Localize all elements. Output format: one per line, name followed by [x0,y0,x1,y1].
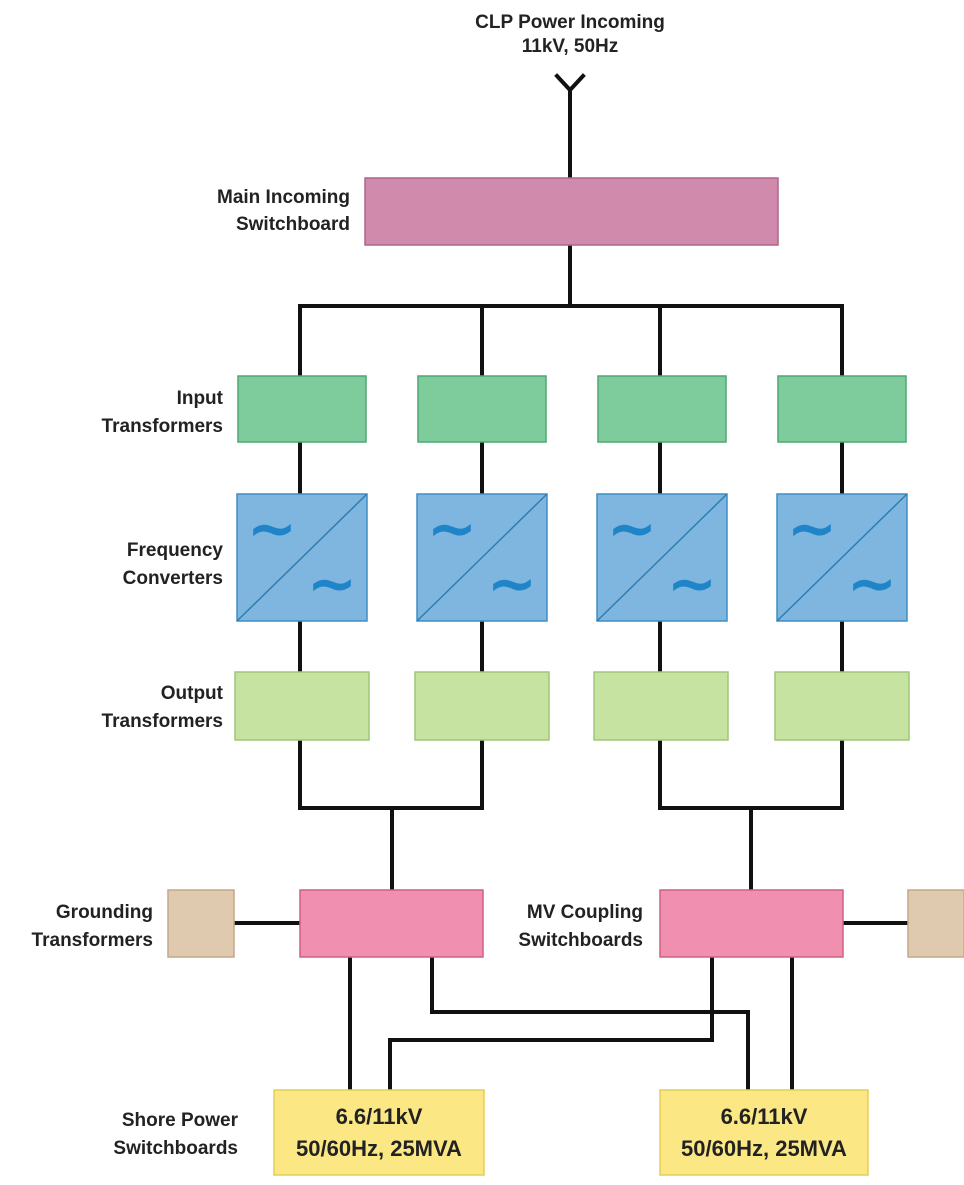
labels: CLP Power Incoming 11kV, 50Hz Main Incom… [32,12,665,1159]
shore-switchboard-box [273,1089,485,1176]
main-incoming-switchboard-box [364,177,779,246]
ac-output-symbol: ~ [487,549,537,619]
frequency-converter-2: ~ ~ [416,493,548,622]
output-transformer-box [234,671,370,741]
combiner-right [658,738,844,892]
shore-switchboard-voltage: 6.6/11kV [336,1104,423,1129]
output-transformer-box [414,671,550,741]
converter-diagonal [416,493,548,622]
shore-switchboard-box [659,1089,869,1176]
frequency-converter-4: ~ ~ [776,493,908,622]
output-transformer-box [593,671,729,741]
frequency-converters-label-line1: Frequency [127,540,224,561]
shore-switchboard-rating: 50/60Hz, 25MVA [296,1136,462,1161]
feeder-right-a [388,955,714,1092]
output-transformers-label-line2: Transformers [102,711,223,732]
converter-diagonal [236,493,368,622]
ac-input-symbol: ~ [427,494,477,564]
frequency-converters: ~ ~ ~ ~ ~ ~ ~ ~ [236,493,908,622]
shore-power-label-line2: Switchboards [113,1138,238,1159]
output-transformers [234,671,910,741]
mv-coupling-label-line1: MV Coupling [527,902,643,923]
ac-input-symbol: ~ [607,494,657,564]
mv-coupling-label-line2: Switchboards [518,930,643,951]
incoming-title: CLP Power Incoming [475,12,665,33]
output-transformer-box [774,671,910,741]
frequency-converters-label-line2: Converters [123,568,223,589]
grounding-transformers [167,889,964,958]
frequency-converter-1: ~ ~ [236,493,368,622]
input-transformers-label-line2: Transformers [102,416,223,437]
combiner-left [298,738,484,892]
shore-switchboard-1: 6.6/11kV 50/60Hz, 25MVA [273,1089,485,1176]
main-switchboard-label-line1: Main Incoming [217,187,350,208]
main-switchboard-label-line2: Switchboard [236,214,350,235]
mv-coupling-switchboard-box [299,889,484,958]
grounding-transformer-box [907,889,964,958]
ac-input-symbol: ~ [247,494,297,564]
ac-output-symbol: ~ [847,549,897,619]
grounding-transformer-box [167,889,235,958]
input-transformers [237,375,907,443]
mv-coupling-switchboards [299,889,844,958]
converter-diagonal [596,493,728,622]
grounding-transformers-label-line2: Transformers [32,930,153,951]
feeder-left-b [430,955,750,1092]
ac-input-symbol: ~ [787,494,837,564]
input-transformers-label-line1: Input [177,388,224,409]
input-transformer-box [417,375,547,443]
frequency-converter-3: ~ ~ [596,493,728,622]
converter-diagonal [776,493,908,622]
incoming-antenna [554,73,586,180]
input-transformer-box [597,375,727,443]
input-transformer-box [777,375,907,443]
grounding-transformers-label-line1: Grounding [56,902,153,923]
shore-power-switchboards: 6.6/11kV 50/60Hz, 25MVA 6.6/11kV 50/60Hz… [273,1089,869,1176]
shore-power-label-line1: Shore Power [122,1110,239,1131]
mv-coupling-switchboard-box [659,889,844,958]
shore-switchboard-voltage: 6.6/11kV [721,1104,808,1129]
ac-output-symbol: ~ [667,549,717,619]
input-transformer-box [237,375,367,443]
ac-output-symbol: ~ [307,549,357,619]
output-transformers-label-line1: Output [161,683,224,704]
shore-switchboard-2: 6.6/11kV 50/60Hz, 25MVA [659,1089,869,1176]
shore-switchboard-rating: 50/60Hz, 25MVA [681,1136,847,1161]
incoming-rating: 11kV, 50Hz [522,36,619,57]
